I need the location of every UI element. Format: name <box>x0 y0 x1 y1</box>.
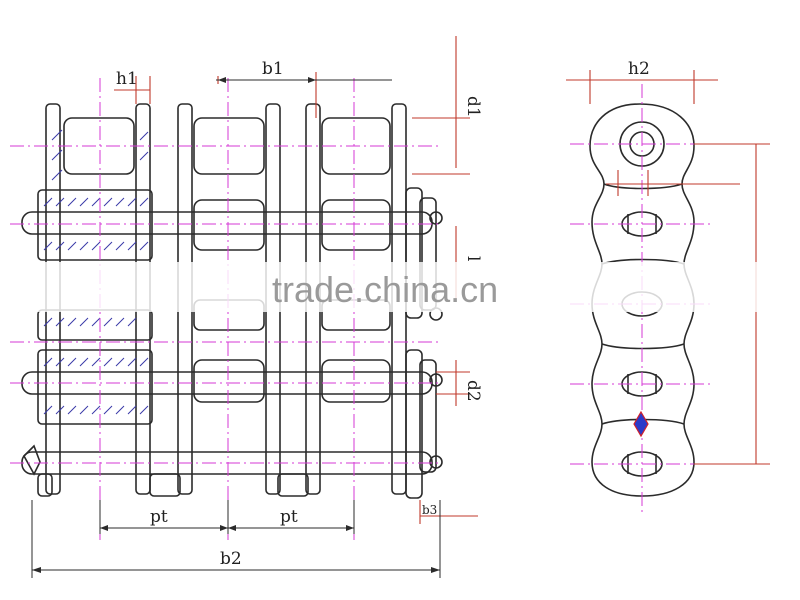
label-b2: b2 <box>220 549 242 569</box>
label-b1: b1 <box>262 59 284 79</box>
roller <box>321 359 391 403</box>
spring-clip <box>23 444 41 476</box>
label-d2: d2 <box>463 380 483 402</box>
label-pt-right: pt <box>280 507 298 527</box>
watermark-text: trade.china.cn <box>272 269 498 310</box>
watermark: trade.china.cn <box>0 262 800 312</box>
label-l: l <box>463 256 483 261</box>
end-plate-upper <box>405 187 423 319</box>
plate-foot-left <box>37 473 53 497</box>
plate-foot-mid2 <box>277 473 309 497</box>
arrowheads <box>32 77 440 573</box>
label-h2: h2 <box>628 59 650 79</box>
roller <box>193 359 265 403</box>
roller <box>63 117 135 175</box>
bushing-section-mid <box>37 309 153 341</box>
label-pt-left: pt <box>150 507 168 527</box>
section-hatching <box>43 129 149 415</box>
bushing-section-upper <box>37 189 153 261</box>
roller <box>193 199 265 251</box>
pin-upper <box>21 211 433 235</box>
bushing-section-lower <box>37 349 153 425</box>
label-d1: d1 <box>463 96 483 118</box>
dimension-lines-lower <box>31 79 441 578</box>
plate-foot-mid1 <box>149 473 181 497</box>
cotter-lower <box>429 373 443 387</box>
end-plate-lower <box>405 349 423 499</box>
label-b3: b3 <box>422 503 437 517</box>
pin-head-lower <box>419 359 437 473</box>
direction-marker <box>633 410 649 438</box>
cotter-bottom <box>429 455 443 469</box>
center-lines-section <box>10 78 440 540</box>
label-h1: h1 <box>116 69 138 89</box>
roller <box>321 199 391 251</box>
